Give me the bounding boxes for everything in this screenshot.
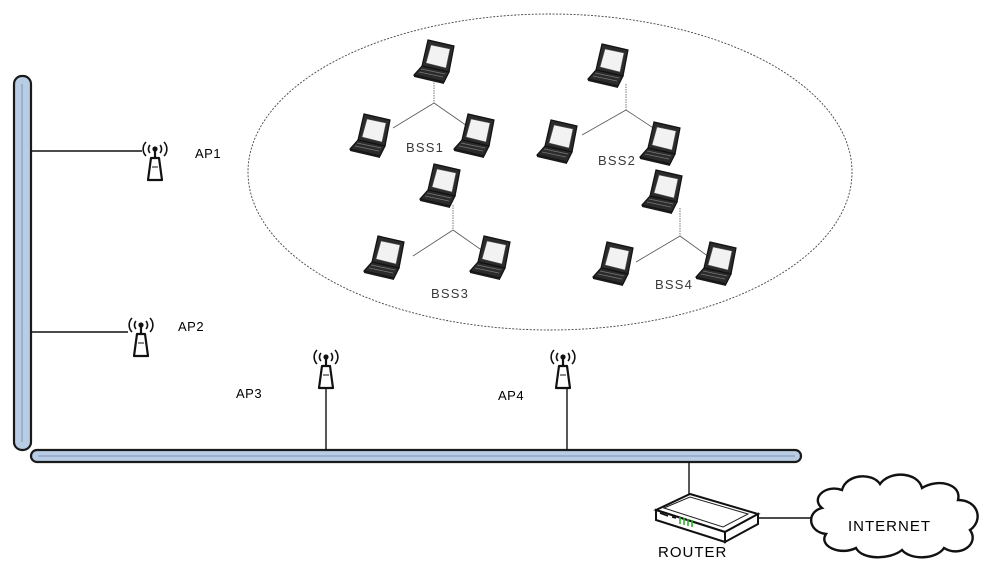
- internet-label: INTERNET: [848, 518, 931, 535]
- bss1-group: BSS1: [349, 39, 495, 159]
- bss3-label: BSS3: [431, 286, 469, 301]
- bss1-label: BSS1: [406, 140, 444, 155]
- laptop-icon: [639, 121, 681, 167]
- laptop-icon: [641, 169, 683, 215]
- laptop-icon: [587, 43, 629, 89]
- vertical-backbone-bus: [12, 74, 33, 452]
- bss4-label: BSS4: [655, 277, 693, 292]
- bss3-group: BSS3: [363, 163, 511, 301]
- ap1-label: AP1: [195, 146, 221, 161]
- bss-coverage-ellipse: [247, 13, 853, 331]
- bss4-group: BSS4: [592, 169, 737, 292]
- laptop-icon: [363, 235, 405, 281]
- router-label: ROUTER: [658, 544, 727, 561]
- laptop-icon: [419, 163, 461, 209]
- bss2-group: BSS2: [536, 43, 681, 168]
- laptop-icon: [413, 39, 455, 85]
- wireless-ap-icon[interactable]: [313, 348, 339, 390]
- laptop-icon: [592, 241, 634, 287]
- wireless-ap-icon[interactable]: [142, 140, 168, 182]
- laptop-icon: [349, 113, 391, 159]
- router-icon[interactable]: [653, 492, 761, 544]
- wireless-ap-icon[interactable]: [550, 348, 576, 390]
- laptop-icon: [469, 235, 511, 281]
- horizontal-backbone-bus: [29, 448, 803, 464]
- ap4-label: AP4: [498, 388, 524, 403]
- ap2-label: AP2: [178, 319, 204, 334]
- bss2-label: BSS2: [598, 153, 636, 168]
- ap3-label: AP3: [236, 386, 262, 401]
- laptop-icon: [536, 119, 578, 165]
- cloud-icon[interactable]: [810, 473, 979, 559]
- wireless-ap-icon[interactable]: [128, 316, 154, 358]
- laptop-icon: [695, 241, 737, 287]
